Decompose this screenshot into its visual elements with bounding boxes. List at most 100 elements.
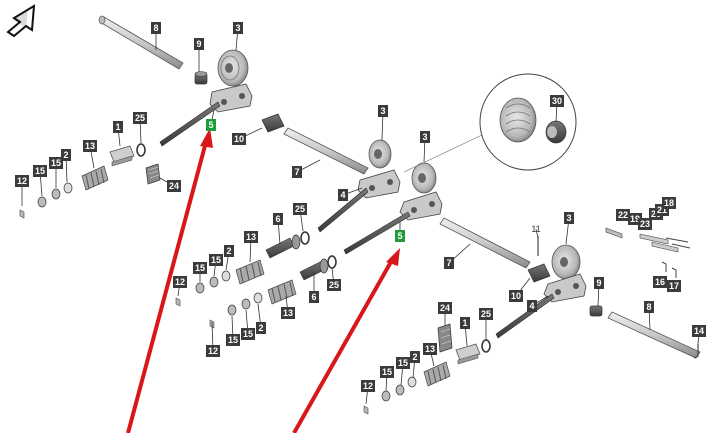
callout-15: 15 bbox=[209, 254, 223, 277]
callout-6: 6 bbox=[309, 272, 319, 303]
callout-box bbox=[193, 262, 207, 274]
callout-label: 9 bbox=[196, 39, 201, 49]
callout-box bbox=[638, 218, 652, 230]
callout-box bbox=[194, 38, 204, 50]
callout-box bbox=[509, 290, 523, 302]
callout-label: 1 bbox=[462, 318, 467, 328]
callout-2: 2 bbox=[61, 149, 71, 183]
callout-label: 13 bbox=[425, 344, 435, 354]
ring-25-lower bbox=[481, 339, 491, 353]
callout-box bbox=[653, 276, 667, 288]
callout-box bbox=[173, 276, 187, 288]
lever-arm-4-middle bbox=[317, 169, 401, 233]
callout-2: 2 bbox=[410, 351, 420, 379]
link-1-upper bbox=[109, 145, 135, 167]
callout-label: 12 bbox=[175, 277, 185, 287]
callout-label: 23 bbox=[640, 219, 650, 229]
shaft-8-upper bbox=[98, 15, 184, 70]
callout-7: 7 bbox=[292, 159, 321, 178]
callout-15: 15 bbox=[380, 366, 394, 392]
callout-box bbox=[113, 121, 123, 133]
washers-middle-b bbox=[209, 292, 263, 329]
callout-13: 13 bbox=[83, 140, 97, 169]
callout-label: 8 bbox=[646, 302, 651, 312]
callout-label: 10 bbox=[511, 291, 521, 301]
spring-13-middle-a bbox=[235, 259, 265, 285]
pulley-3-middle-a bbox=[368, 139, 392, 169]
callout-label: 30 bbox=[552, 96, 562, 106]
callout-3: 3 bbox=[420, 131, 430, 163]
callout-label: 3 bbox=[380, 106, 385, 116]
pulley-3-upper bbox=[217, 49, 249, 87]
callout-label: 8 bbox=[153, 23, 158, 33]
callout-label: 22 bbox=[618, 210, 628, 220]
callout-box bbox=[395, 230, 405, 242]
pin-6-middle-a bbox=[265, 234, 301, 259]
callout-label: 3 bbox=[422, 132, 427, 142]
washer-2-upper bbox=[63, 182, 73, 194]
callout-25: 25 bbox=[327, 267, 341, 291]
callout-label: 17 bbox=[669, 281, 679, 291]
lever-arm-upper bbox=[159, 83, 253, 147]
pulley-3-right bbox=[551, 244, 581, 280]
callout-label: 2 bbox=[258, 323, 263, 333]
callout-25: 25 bbox=[293, 203, 307, 232]
callout-label: 25 bbox=[481, 309, 491, 319]
callout-label: 3 bbox=[566, 213, 571, 223]
washers-lower bbox=[363, 376, 417, 415]
callout-box bbox=[209, 254, 223, 266]
callout-4: 4 bbox=[527, 295, 549, 312]
shaft-7-right bbox=[439, 217, 531, 269]
spring-13-middle-b bbox=[267, 279, 297, 305]
callout-17: 17 bbox=[667, 280, 681, 292]
callout-label: 4 bbox=[529, 301, 534, 311]
callout-12: 12 bbox=[173, 276, 187, 297]
callout-box bbox=[241, 328, 255, 340]
callout-box bbox=[206, 119, 216, 131]
callout-label: 6 bbox=[311, 292, 316, 302]
callout-box bbox=[460, 317, 470, 329]
callout-label: 13 bbox=[85, 141, 95, 151]
orientation-arrow-icon bbox=[6, 4, 36, 38]
callout-box bbox=[292, 166, 302, 178]
callout-label: 2 bbox=[226, 246, 231, 256]
callout-label: 24 bbox=[440, 303, 450, 313]
callout-4: 4 bbox=[338, 187, 363, 201]
callout-12: 12 bbox=[15, 175, 29, 206]
callout-label: 13 bbox=[283, 308, 293, 318]
callout-label: 12 bbox=[17, 176, 27, 186]
highlight-arrow-left bbox=[126, 128, 213, 433]
callout-label: 5 bbox=[208, 120, 213, 130]
callout-22: 22 bbox=[616, 209, 630, 221]
callout-box bbox=[644, 301, 654, 313]
callout-label: 16 bbox=[655, 277, 665, 287]
link-1-lower bbox=[455, 343, 481, 365]
callout-label: 11 bbox=[531, 224, 540, 234]
callout-box bbox=[244, 231, 258, 243]
callout-label: 4 bbox=[340, 190, 345, 200]
callout-3: 3 bbox=[233, 22, 243, 51]
bushing-9-upper bbox=[194, 71, 208, 85]
callout-box bbox=[293, 203, 307, 215]
callout-label: 6 bbox=[275, 214, 280, 224]
callout-16: 16 bbox=[653, 276, 667, 288]
callout-box bbox=[256, 322, 266, 334]
callout-label: 19 bbox=[630, 214, 640, 224]
callout-1: 1 bbox=[113, 121, 123, 147]
callout-box bbox=[83, 140, 97, 152]
callout-box bbox=[594, 277, 604, 289]
callout-box bbox=[327, 279, 341, 291]
callout-box bbox=[61, 149, 71, 161]
bolt-12-upper bbox=[19, 209, 25, 219]
callout-11: 11 bbox=[531, 224, 541, 239]
callout-box bbox=[564, 212, 574, 224]
shaft-7-middle bbox=[283, 127, 369, 175]
callout-label: 12 bbox=[208, 346, 218, 356]
shaft-8-right bbox=[607, 311, 701, 359]
callout-12: 12 bbox=[206, 321, 220, 357]
callout-15: 15 bbox=[226, 315, 240, 346]
callout-14: 14 bbox=[692, 325, 706, 345]
callout-leader-line bbox=[535, 228, 539, 239]
callout-5: 5 bbox=[206, 109, 216, 131]
callout-box bbox=[224, 245, 234, 257]
